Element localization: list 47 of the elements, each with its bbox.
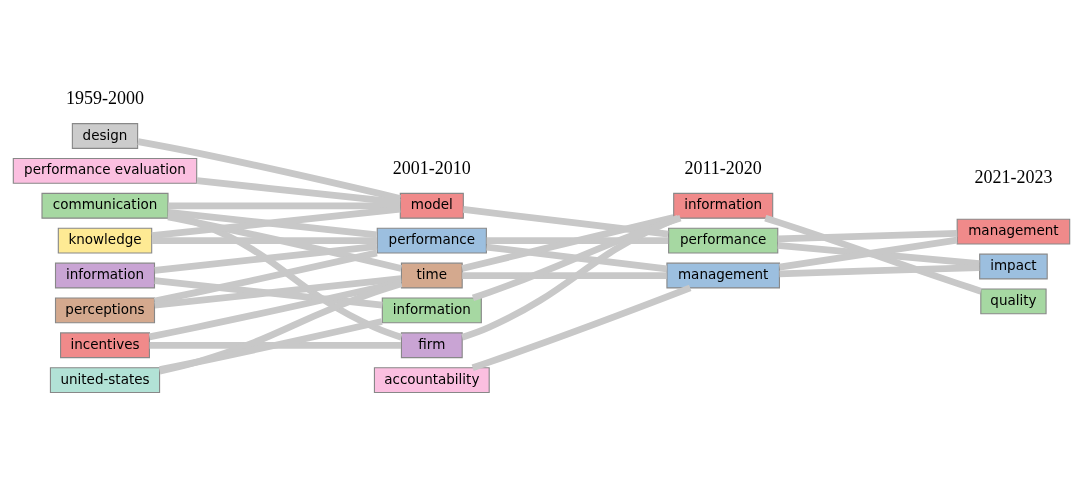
node-box: information (54, 262, 156, 289)
connector (486, 243, 668, 273)
node-box: perceptions (54, 297, 156, 324)
node-box: performance (376, 227, 487, 254)
connector (486, 237, 669, 244)
connector (167, 211, 403, 341)
node-box: information (673, 192, 774, 219)
connector (779, 236, 958, 271)
node-box: management (666, 262, 780, 289)
connector (461, 215, 680, 341)
connector (148, 278, 402, 341)
connector (777, 242, 980, 267)
node-box: management (956, 218, 1071, 245)
node-box: impact (979, 253, 1048, 280)
connector (779, 264, 980, 278)
label: 2011-2020 (684, 158, 762, 179)
node-box: incentives (60, 332, 150, 359)
connector (151, 237, 377, 244)
node-box: model (399, 192, 464, 219)
connector (462, 206, 669, 238)
label: 1959-2000 (66, 88, 144, 109)
label: 2021-2023 (974, 167, 1053, 188)
node-box: performance evaluation (12, 157, 198, 184)
node-box: information (381, 297, 482, 324)
connector (777, 229, 958, 243)
connector (471, 284, 692, 371)
connector (153, 249, 378, 305)
node-box: accountability (373, 367, 490, 394)
node-box: united-states (49, 367, 161, 394)
connector (137, 138, 401, 202)
connector (149, 341, 401, 349)
node-box: time (400, 262, 463, 289)
connector (461, 214, 675, 272)
connector (168, 202, 401, 210)
connector (764, 214, 982, 295)
node-box: communication (41, 192, 169, 219)
node-box: performance (668, 227, 779, 254)
connector (471, 214, 682, 302)
node-box: design (71, 123, 139, 149)
connector (158, 280, 403, 375)
connector (167, 209, 378, 239)
node-box: quality (980, 288, 1047, 315)
node-box: firm (400, 332, 463, 359)
connector (154, 243, 378, 274)
label: 2001-2010 (392, 158, 471, 179)
connector (462, 272, 667, 279)
node-box: knowledge (57, 227, 153, 254)
